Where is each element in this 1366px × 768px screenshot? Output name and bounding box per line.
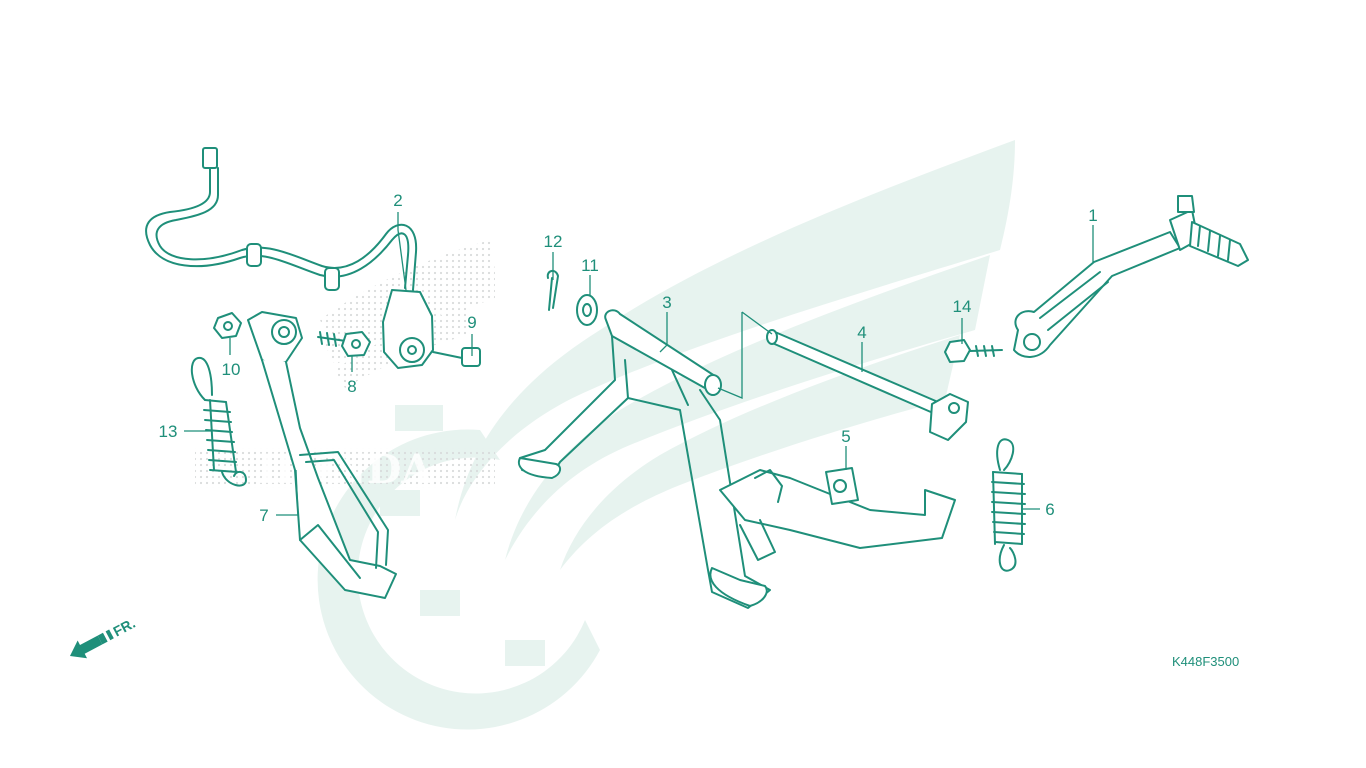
arrow-front-icon: [69, 635, 103, 659]
callout-4: 4: [857, 323, 866, 342]
callout-12: 12: [544, 232, 563, 251]
part-8-bolt: [317, 331, 371, 357]
callouts: 1 2 3 4 5 6 7 8 9 10 11 12 13 14: [159, 191, 1098, 525]
callout-8: 8: [347, 377, 356, 396]
part-6-spring: [991, 438, 1026, 572]
part-9-bolt: [432, 347, 481, 367]
part-2-switch-cable: [145, 147, 434, 369]
part-11-washer: [576, 294, 598, 326]
callout-9: 9: [467, 313, 476, 332]
front-direction-indicator: FR.: [69, 615, 138, 659]
part-14-bolt: [944, 339, 1003, 363]
watermark-wordmark: HONDA: [258, 446, 434, 493]
part-4-shaft: [766, 329, 969, 441]
part-5-rubber-block: [825, 467, 859, 505]
part-1-kick-arm: [1013, 195, 1249, 358]
callout-7: 7: [259, 506, 268, 525]
callout-5: 5: [841, 427, 850, 446]
part-10-nut: [213, 312, 242, 339]
callout-6: 6: [1045, 500, 1054, 519]
part-13-spring: [190, 356, 247, 487]
front-label: FR.: [110, 615, 137, 640]
honda-wing-logo: [317, 140, 1015, 730]
part-7-side-stand: [247, 311, 397, 599]
callout-1: 1: [1088, 206, 1097, 225]
part-3-main-stand: [517, 309, 956, 609]
callout-2: 2: [393, 191, 402, 210]
leader-lines: [184, 212, 1094, 516]
callout-13: 13: [159, 422, 178, 441]
callout-3: 3: [662, 293, 671, 312]
diagram-code: K448F3500: [1172, 654, 1239, 669]
callout-10: 10: [222, 360, 241, 379]
callout-11: 11: [581, 256, 599, 275]
callout-14: 14: [953, 297, 972, 316]
